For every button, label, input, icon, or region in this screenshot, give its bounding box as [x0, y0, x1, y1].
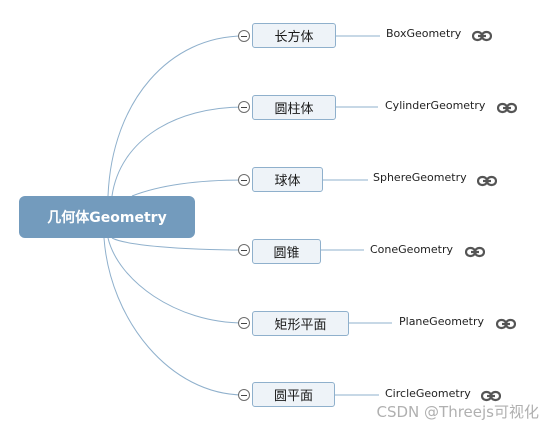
- leaf-node-cone-geometry[interactable]: ConeGeometry: [370, 243, 453, 256]
- leaf-node-circle-geometry[interactable]: CircleGeometry: [385, 387, 471, 400]
- branch-node-circle[interactable]: 圆平面: [252, 382, 335, 407]
- collapse-minus-icon[interactable]: [238, 244, 250, 256]
- connector-root-circle: [103, 237, 245, 396]
- branch-node-cone[interactable]: 圆锥: [252, 239, 321, 264]
- branch-node-cylinder[interactable]: 圆柱体: [252, 95, 336, 120]
- connector-root-cylinder: [111, 106, 245, 197]
- branch-node-sphere[interactable]: 球体: [252, 167, 323, 192]
- collapse-minus-icon[interactable]: [238, 101, 250, 113]
- leaf-node-sphere-geometry[interactable]: SphereGeometry: [373, 171, 467, 184]
- link-icon[interactable]: [472, 30, 492, 42]
- branch-node-box[interactable]: 长方体: [252, 23, 336, 48]
- connector-root-plane: [107, 237, 245, 324]
- leaf-node-cylinder-geometry[interactable]: CylinderGeometry: [385, 99, 486, 112]
- collapse-minus-icon[interactable]: [238, 317, 250, 329]
- branch-node-label: 球体: [274, 174, 301, 189]
- leaf-node-plane-geometry[interactable]: PlaneGeometry: [399, 315, 485, 328]
- watermark: CSDN @Threejs可视化: [376, 403, 539, 421]
- collapse-minus-icon[interactable]: [238, 174, 250, 186]
- connector-root-box: [107, 35, 245, 197]
- branch-node-label: 圆锥: [273, 246, 300, 261]
- connector-root-cone: [111, 237, 245, 251]
- collapse-minus-icon[interactable]: [238, 30, 250, 42]
- root-node[interactable]: 几何体Geometry: [19, 196, 195, 238]
- link-icon[interactable]: [497, 102, 517, 114]
- link-icon[interactable]: [465, 246, 485, 258]
- link-icon[interactable]: [496, 318, 516, 330]
- branch-node-label: 矩形平面: [274, 318, 327, 333]
- branch-node-label: 圆平面: [273, 389, 313, 404]
- leaf-node-box-geometry[interactable]: BoxGeometry: [386, 27, 462, 40]
- branch-node-label: 圆柱体: [274, 102, 314, 117]
- root-node-label: 几何体Geometry: [47, 210, 167, 226]
- collapse-minus-icon[interactable]: [238, 389, 250, 401]
- link-icon[interactable]: [477, 175, 497, 187]
- branch-node-label: 长方体: [274, 30, 314, 45]
- branch-node-plane[interactable]: 矩形平面: [252, 311, 349, 336]
- connector-root-sphere: [131, 179, 245, 197]
- link-icon[interactable]: [481, 390, 501, 402]
